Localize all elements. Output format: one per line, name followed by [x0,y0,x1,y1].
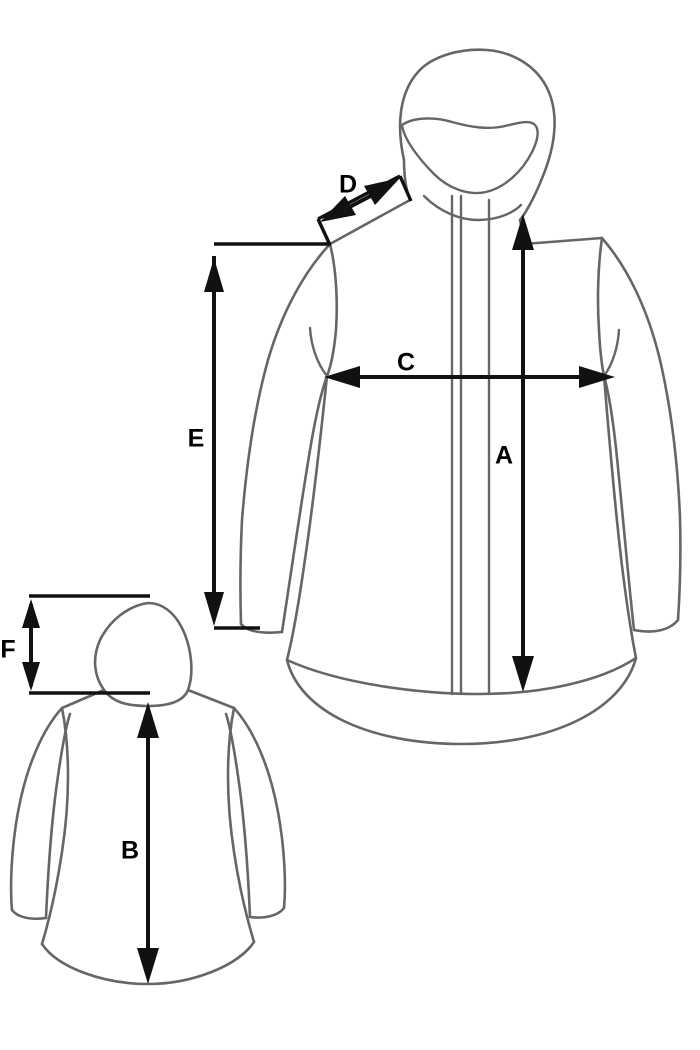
dimension-f-arrow-bottom [22,662,40,691]
dimension-e-arrow-bottom [204,592,224,626]
dimension-d-ext-neck [398,175,413,202]
dimension-e: E [188,242,331,630]
back-right-armhole-seam [226,706,256,944]
dimension-a: A [495,214,534,692]
dimension-a-arrow-top [512,214,534,250]
back-left-armhole-seam [40,706,70,946]
dimension-d-arrow-upper-right [364,178,400,205]
dimension-e-arrow-top [204,258,224,292]
front-right-cuff [632,618,680,633]
back-right-sleeve-outer [232,706,287,910]
dimension-f: F [0,594,150,695]
dimension-b-arrow-bottom [137,948,159,984]
front-left-armhole-seam [325,242,339,378]
front-right-sleeve-outer [600,236,682,622]
dimension-a-arrow-bottom [512,656,534,692]
front-hem-lower-curve [285,656,638,746]
dimension-d-label: D [339,171,357,199]
dimension-c-arrow-left [324,366,360,388]
dimension-d: D [316,171,413,246]
front-view-garment [239,48,682,746]
dimension-f-arrow-top [22,599,40,628]
back-left-cuff [10,908,48,921]
front-right-armhole-notch [602,328,621,378]
front-right-sleeve-inner [602,374,636,632]
dimension-d-ext-shoulder [316,218,332,246]
front-left-sleeve-outer [239,242,332,626]
front-left-cuff [239,622,284,635]
dimension-b-arrow-top [137,702,159,738]
dimension-c-label: C [397,349,415,377]
front-right-shoulder-seam [522,236,604,246]
dimension-b-label: B [121,837,139,865]
back-right-cuff [248,906,286,919]
front-left-sleeve-inner [280,374,329,634]
back-right-shoulder-seam [186,688,236,710]
dimension-d-arrow-lower-left [320,196,356,222]
front-left-body-side [285,374,329,662]
front-right-armhole-seam [596,236,606,378]
back-hood-outline [93,601,193,708]
front-left-armhole-notch [308,326,329,378]
dimension-c-arrow-right [579,366,615,388]
front-hood-outer [398,48,556,222]
front-right-body-side [602,374,638,660]
front-left-shoulder-seam [328,198,412,246]
dimension-f-label: F [0,636,15,664]
front-hood-face-opening [400,117,539,195]
dimension-c: C [324,349,615,388]
dimension-b: B [121,702,159,984]
back-left-sleeve-outer [9,706,64,912]
dimension-a-label: A [495,442,513,470]
back-view-garment [9,601,287,986]
front-collar-band [422,194,523,222]
dimension-e-label: E [188,425,205,453]
front-hem-upper-curve [285,656,638,696]
